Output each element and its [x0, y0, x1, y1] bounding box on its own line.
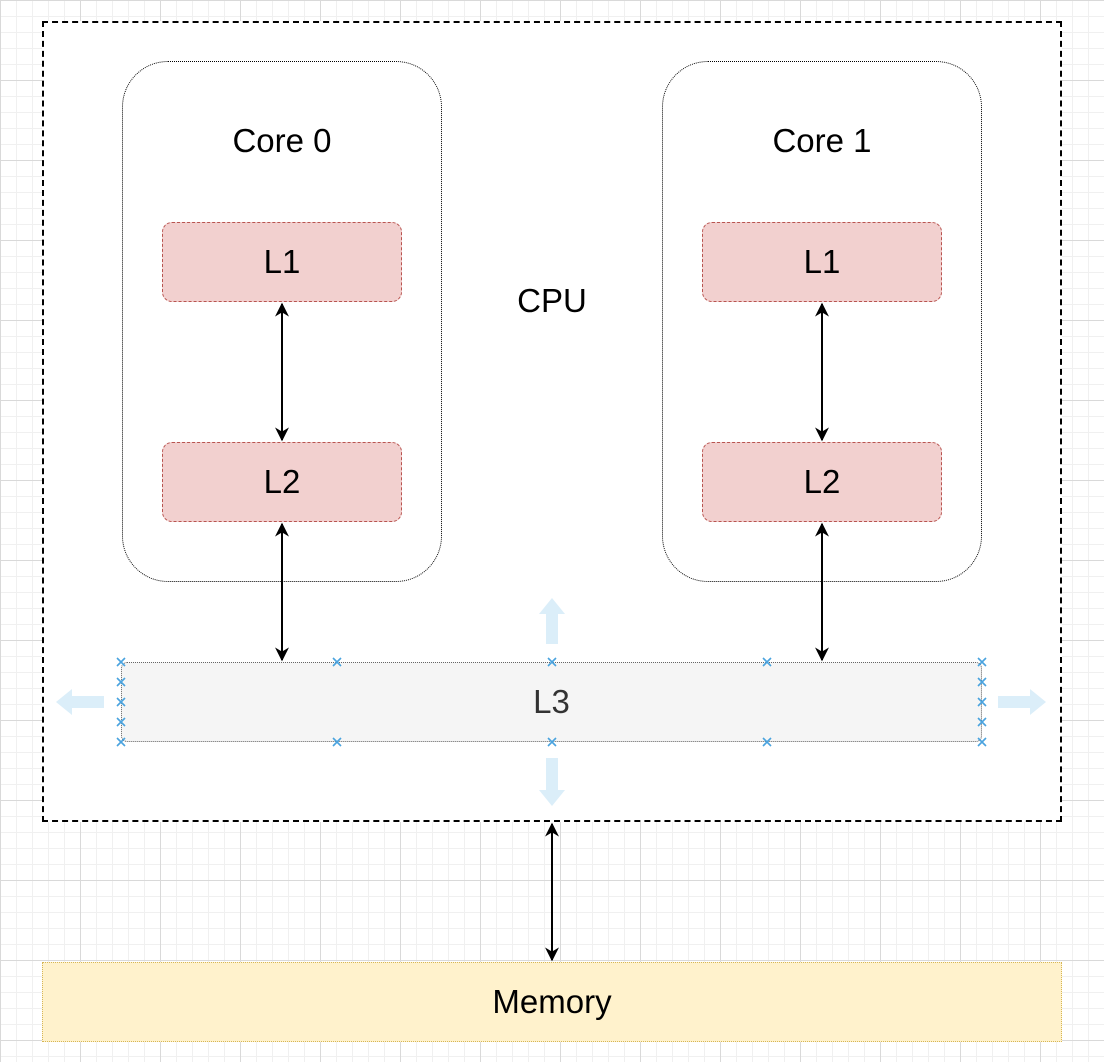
cpu-label: CPU	[517, 282, 587, 319]
core-0-l2-label: L2	[263, 463, 301, 500]
core-0-l1-cache[interactable]: L1	[162, 222, 402, 302]
memory-block[interactable]: Memory	[42, 962, 1062, 1042]
core-1-label: Core 1	[772, 122, 872, 159]
connect-arrow-up-icon[interactable]	[539, 598, 565, 644]
selection-handles[interactable]	[116, 657, 987, 747]
connect-arrow-right-icon[interactable]	[998, 689, 1046, 715]
core-1-l2-label: L2	[803, 463, 841, 500]
core-1-l2-cache[interactable]: L2	[702, 442, 942, 522]
l3-cache[interactable]: L3	[121, 662, 982, 742]
connect-arrow-down-icon[interactable]	[539, 758, 565, 806]
core-1-l1-label: L1	[803, 243, 841, 280]
l3-label: L3	[533, 683, 570, 720]
core-0-l2-cache[interactable]: L2	[162, 442, 402, 522]
memory-label: Memory	[492, 983, 612, 1020]
connect-arrow-left-icon[interactable]	[56, 689, 104, 715]
core-1-l1-cache[interactable]: L1	[702, 222, 942, 302]
core-0-l1-label: L1	[263, 243, 301, 280]
core-0-label: Core 0	[232, 122, 332, 159]
